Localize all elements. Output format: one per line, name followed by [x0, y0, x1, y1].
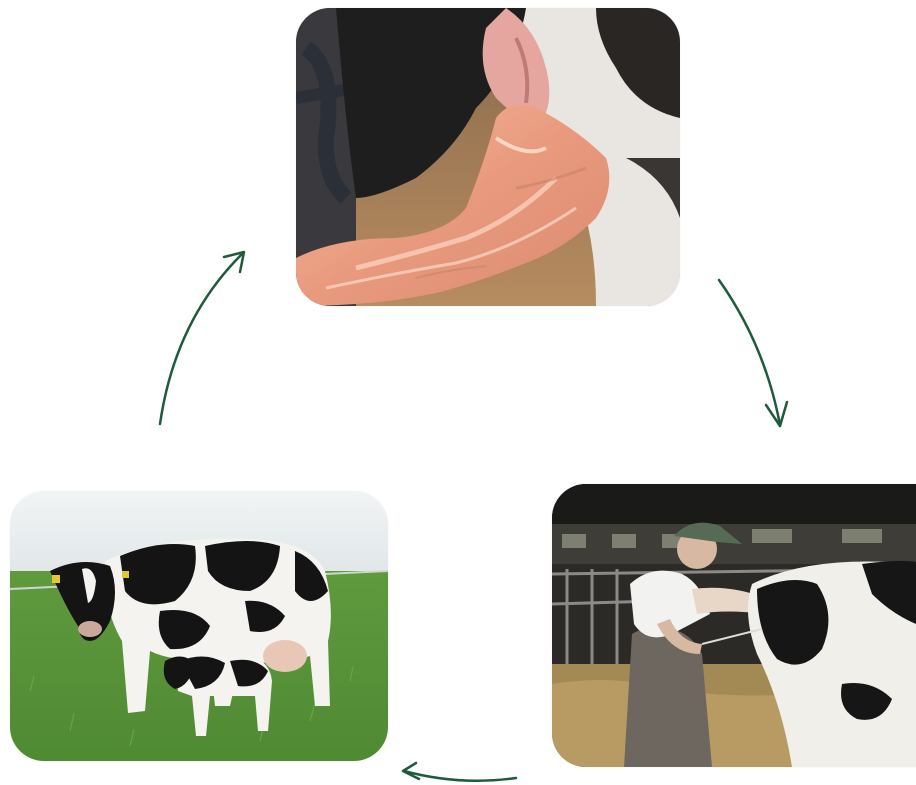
arrow-right-to-left — [404, 771, 516, 781]
cow-and-calf-photo — [10, 491, 388, 761]
insemination-photo — [552, 484, 916, 767]
arrowhead-right-to-left — [403, 763, 419, 779]
arrowhead-top-to-right — [766, 402, 787, 426]
arrowhead-left-to-top — [224, 252, 244, 272]
arrow-left-to-top — [160, 253, 243, 424]
arrow-top-to-right — [719, 280, 780, 425]
calving-photo — [296, 8, 680, 306]
